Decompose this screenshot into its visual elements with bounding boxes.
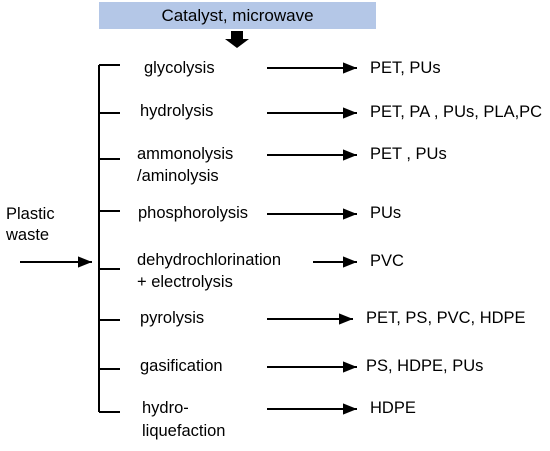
process-phosphorolysis: phosphorolysis (138, 204, 249, 222)
process-aminolysis: /aminolysis (137, 167, 219, 185)
catalyst-banner: Catalyst, microwave (99, 2, 376, 29)
branch-bracket (98, 64, 120, 413)
products-glycolysis: PET, PUs (370, 59, 441, 77)
process-hydro: hydro- (142, 399, 189, 417)
input-label-line1: Plastic (6, 205, 55, 223)
process-liquefaction: liquefaction (142, 422, 226, 440)
process-dehydrochlorination: dehydrochlorination (137, 251, 282, 269)
process-ammonolysis: ammonolysis (137, 145, 234, 163)
process-pyrolysis: pyrolysis (140, 309, 205, 327)
products-ammonolysis: PET , PUs (370, 145, 447, 163)
process-gasification: gasification (140, 357, 223, 375)
down-arrow-icon (225, 31, 249, 48)
products-dehydrochlorination: PVC (370, 252, 404, 270)
products-hydrolysis: PET, PA , PUs, PLA,PC (370, 103, 543, 121)
process-glycolysis: glycolysis (144, 59, 215, 77)
products-pyrolysis: PET, PS, PVC, HDPE (366, 309, 526, 327)
products-gasification: PS, HDPE, PUs (366, 357, 484, 375)
products-phosphorolysis: PUs (370, 204, 402, 222)
products-hydroliquefaction: HDPE (370, 399, 416, 417)
process-electrolysis: + electrolysis (137, 273, 233, 291)
input-label-line2: waste (6, 226, 50, 244)
process-hydrolysis: hydrolysis (140, 102, 214, 120)
